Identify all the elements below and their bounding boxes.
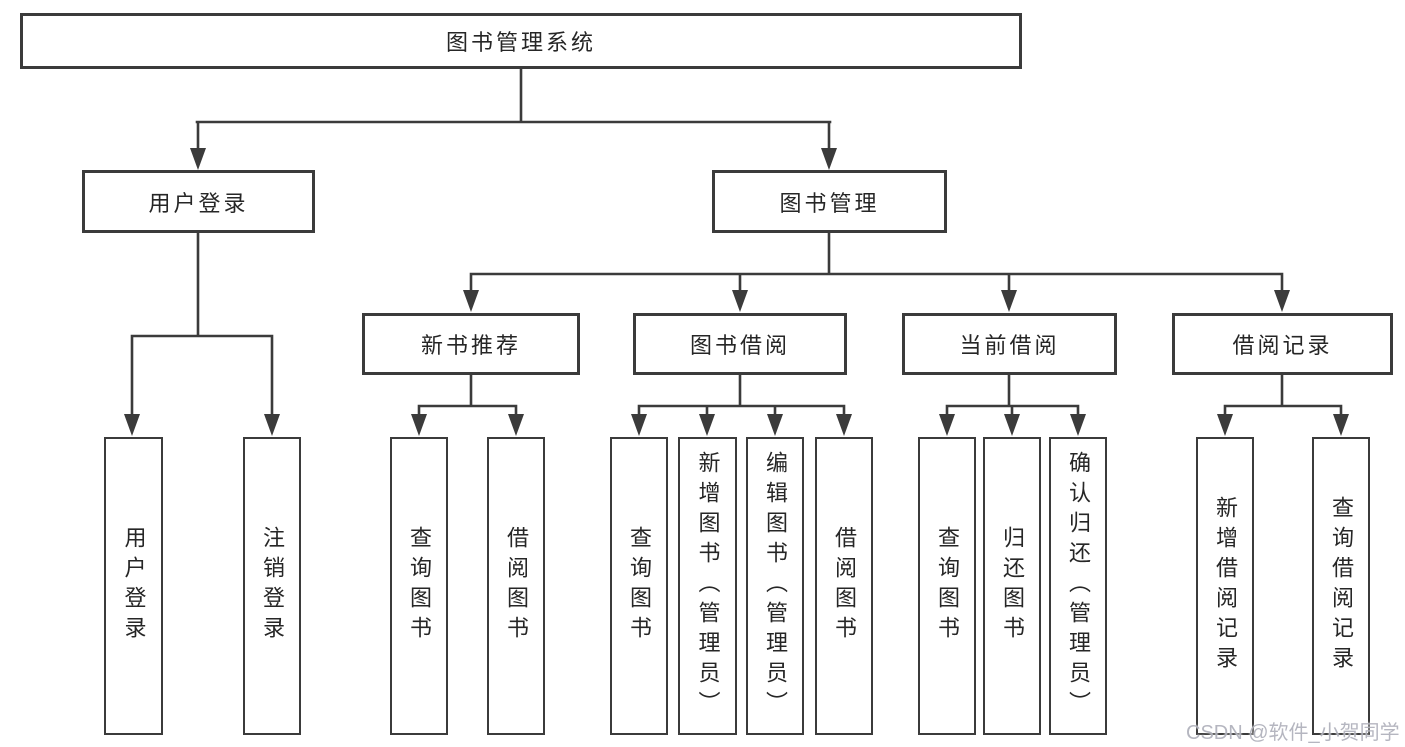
node-current-borrowing: 当前借阅: [902, 313, 1117, 375]
leaf-borrow-add-books-admin: 新增图书（管理员）: [678, 437, 737, 735]
node-user-login: 用户登录: [82, 170, 315, 233]
leaf-current-confirm-return-admin: 确认归还（管理员）: [1049, 437, 1107, 735]
tree-edges: [130, 67, 1343, 421]
leaf-borrow-query-books: 查询图书: [610, 437, 668, 735]
leaf-borrow-edit-books-admin: 编辑图书（管理员）: [746, 437, 804, 735]
leaf-records-query-record: 查询借阅记录: [1312, 437, 1370, 735]
node-borrowing-records: 借阅记录: [1172, 313, 1393, 375]
leaf-current-query-books: 查询图书: [918, 437, 976, 735]
csdn-watermark: CSDN @软件_小贺同学: [1186, 722, 1400, 744]
leaf-newbook-borrow-books: 借阅图书: [487, 437, 545, 735]
leaf-newbook-query-books: 查询图书: [390, 437, 448, 735]
leaf-user-login: 用户登录: [104, 437, 163, 735]
leaf-current-return-books: 归还图书: [983, 437, 1041, 735]
leaf-logout: 注销登录: [243, 437, 301, 735]
node-new-book-recommend: 新书推荐: [362, 313, 580, 375]
node-book-management: 图书管理: [712, 170, 947, 233]
node-root-library-system: 图书管理系统: [20, 13, 1022, 69]
arrowhead-icons: [124, 148, 1349, 436]
node-book-borrowing: 图书借阅: [633, 313, 847, 375]
leaf-records-add-record: 新增借阅记录: [1196, 437, 1254, 735]
leaf-borrow-borrow-books: 借阅图书: [815, 437, 873, 735]
